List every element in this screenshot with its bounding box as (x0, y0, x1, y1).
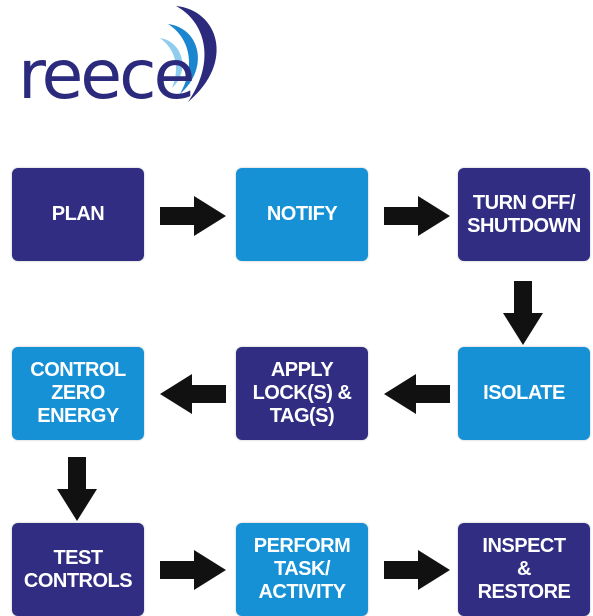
step-perform-task-activity: PERFORM TASK/ ACTIVITY (236, 523, 368, 616)
step-test-controls: TEST CONTROLS (12, 523, 144, 616)
step-turn-off-shutdown: TURN OFF/ SHUTDOWN (458, 168, 590, 261)
step-label: TEST CONTROLS (23, 546, 133, 592)
step-label: ISOLATE (483, 382, 565, 404)
arrow-left-icon (160, 374, 226, 414)
step-label: APPLY LOCK(S) & TAG(S) (252, 359, 352, 427)
arrow-right-icon (160, 196, 226, 236)
arrow-right-icon (160, 550, 226, 590)
logo-wordmark: reece (18, 36, 195, 115)
reece-logo: reece (18, 2, 248, 114)
step-apply-locks-tags: APPLY LOCK(S) & TAG(S) (236, 347, 368, 440)
step-label: NOTIFY (266, 203, 338, 225)
step-label: PERFORM TASK/ ACTIVITY (253, 535, 351, 603)
step-label: CONTROL ZERO ENERGY (30, 359, 126, 427)
arrow-down-icon (503, 281, 543, 345)
step-label: TURN OFF/ SHUTDOWN (467, 191, 581, 237)
arrow-right-icon (384, 550, 450, 590)
step-label: INSPECT & RESTORE (477, 535, 571, 603)
step-plan: PLAN (12, 168, 144, 261)
step-label: PLAN (51, 203, 105, 225)
arrow-down-icon (57, 457, 97, 521)
step-inspect-restore: INSPECT & RESTORE (458, 523, 590, 616)
step-notify: NOTIFY (236, 168, 368, 261)
arrow-left-icon (384, 374, 450, 414)
step-isolate: ISOLATE (458, 347, 590, 440)
arrow-right-icon (384, 196, 450, 236)
step-control-zero-energy: CONTROL ZERO ENERGY (12, 347, 144, 440)
logo-swirl-icon (160, 6, 217, 102)
